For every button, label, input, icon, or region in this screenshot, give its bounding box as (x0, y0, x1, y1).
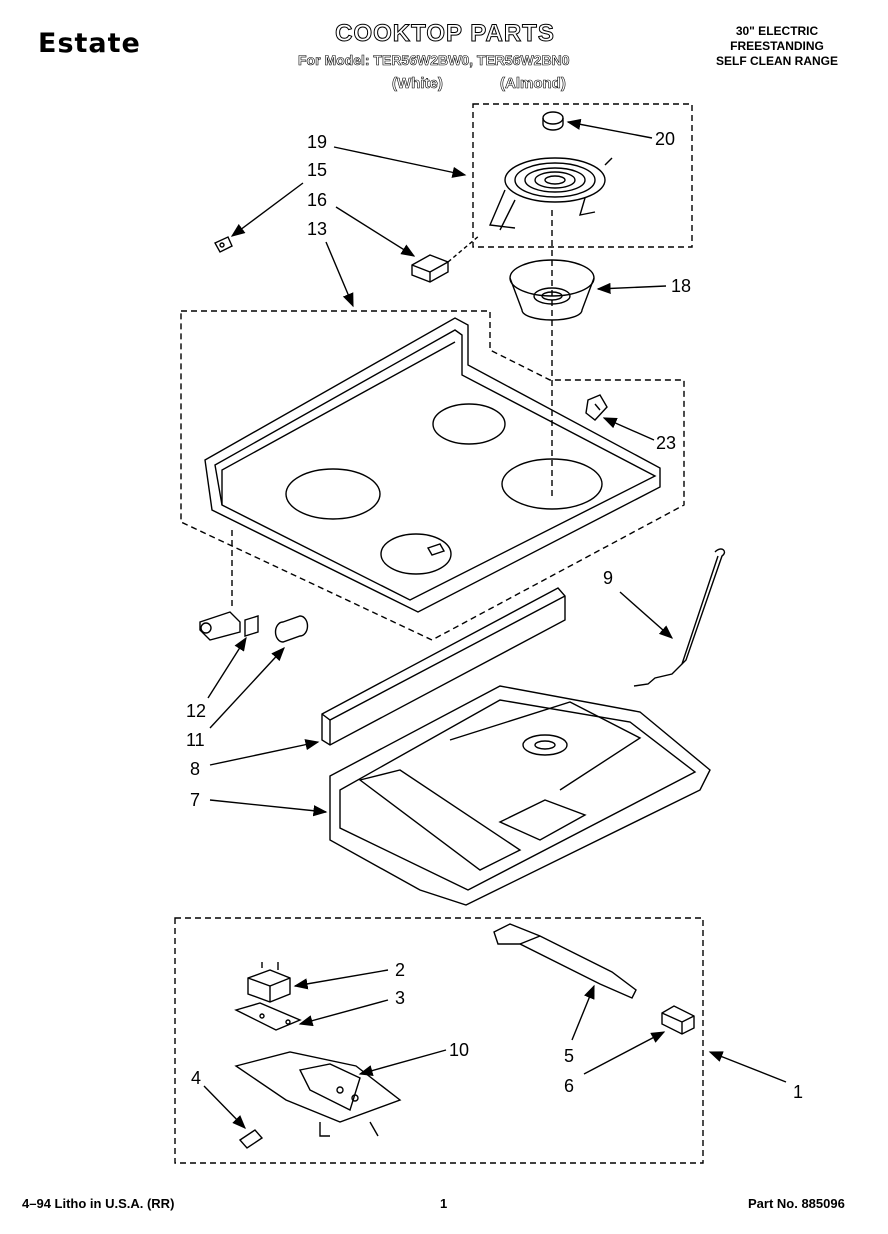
range-description-line-2: FREESTANDING (730, 39, 824, 53)
leader-5 (571, 984, 595, 1041)
terminal-block-icon (199, 611, 259, 641)
variant-almond: (Almond) (500, 75, 566, 93)
leader-18 (596, 282, 667, 295)
callout-13: 13 (307, 219, 327, 239)
brand-logo: Estate (38, 28, 141, 59)
footer-part-number: Part No. 885096 (748, 1196, 845, 1211)
callout-4: 4 (191, 1068, 201, 1088)
surface-element-cap-icon (542, 111, 564, 131)
footer-litho: 4–94 Litho in U.S.A. (RR) (22, 1196, 175, 1211)
leader-10 (358, 1049, 447, 1077)
range-description-line-3: SELF CLEAN RANGE (715, 54, 838, 68)
page-title: COOKTOP PARTS (335, 20, 555, 48)
model-line: For Model: TER56W2BW0, TER56W2BN0 (298, 52, 570, 69)
callout-9: 9 (603, 568, 613, 588)
range-description-line-1: 30" ELECTRIC (735, 24, 819, 38)
leader-16 (335, 206, 416, 257)
drip-bowl-icon (509, 259, 595, 321)
callout-19: 19 (307, 132, 327, 152)
leader-20 (566, 118, 653, 139)
callout-8: 8 (190, 759, 200, 779)
leader-8 (209, 739, 320, 766)
terminal-clip-icon (214, 236, 233, 253)
callout-5: 5 (564, 1046, 574, 1066)
burner-box-icon (329, 685, 711, 906)
cooktop-bracket-icon (585, 394, 608, 421)
wire-connector-icon (661, 1005, 695, 1035)
callout-16: 16 (307, 190, 327, 210)
callout-2: 2 (395, 960, 405, 980)
callout-23: 23 (656, 433, 676, 453)
terminal-tag-icon (238, 1129, 264, 1149)
leader-6 (583, 1031, 666, 1075)
front-trim-channel-icon (321, 587, 566, 746)
callout-15: 15 (307, 160, 327, 180)
callout-11: 11 (186, 730, 205, 750)
surface-element-coil-icon (488, 157, 613, 231)
element-receptacle-icon (411, 234, 481, 283)
leader-1 (708, 1051, 787, 1083)
callout-3: 3 (395, 988, 405, 1008)
callout-10: 10 (449, 1040, 469, 1060)
callout-20: 20 (655, 129, 675, 149)
callout-12: 12 (186, 701, 206, 721)
leader-11 (209, 646, 285, 729)
leader-4 (203, 1085, 246, 1130)
insulator-icon (274, 615, 309, 643)
element-group-box (472, 103, 693, 248)
cooktop-group-outline (180, 310, 685, 641)
leader-13 (325, 241, 354, 308)
leader-23 (602, 417, 655, 441)
insulator-plate-icon (234, 1002, 302, 1031)
infinite-switch-icon (247, 962, 291, 1003)
leader-2 (293, 969, 389, 990)
leader-3 (298, 999, 389, 1027)
leader-9 (619, 591, 674, 639)
leader-15 (230, 182, 304, 237)
wiring-bracket-icon (493, 923, 637, 999)
callout-6: 6 (564, 1076, 574, 1096)
footer-page-number: 1 (440, 1196, 448, 1211)
leader-12 (207, 636, 247, 699)
leader-19 (333, 146, 467, 178)
callout-7: 7 (190, 790, 200, 810)
leader-7 (209, 799, 328, 817)
support-rod-icon (633, 548, 726, 687)
control-bracket-icon (234, 1051, 402, 1137)
bottom-parts-group-box (174, 917, 704, 1164)
cooktop-panel-icon (204, 317, 661, 613)
variant-white: (White) (392, 75, 443, 93)
callout-18: 18 (671, 276, 691, 296)
callout-1: 1 (793, 1082, 803, 1102)
